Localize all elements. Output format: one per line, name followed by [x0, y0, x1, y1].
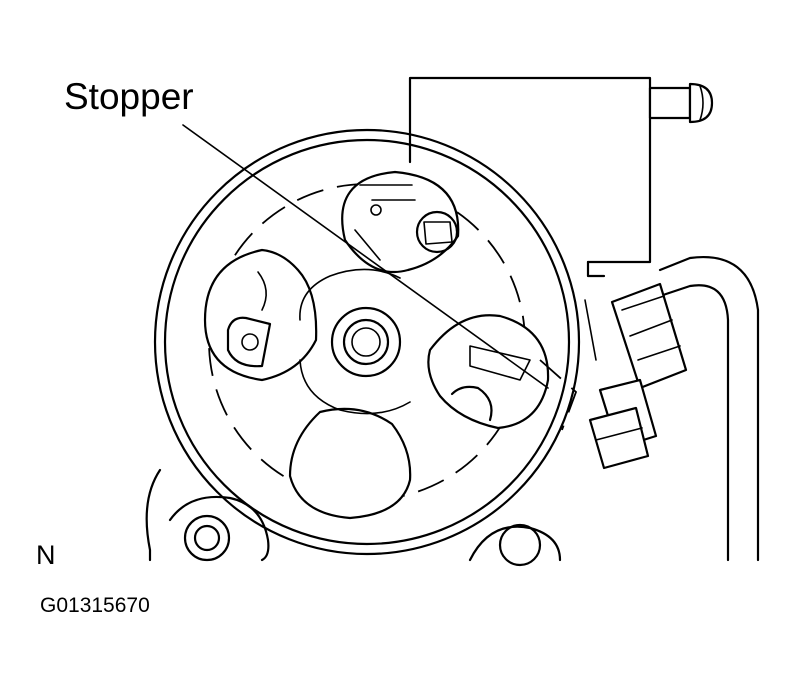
pulley-hub — [299, 268, 411, 415]
internal-details — [226, 184, 531, 422]
figure-id: G01315670 — [40, 594, 150, 617]
hidden-line — [539, 359, 578, 431]
stopper-leader-line — [182, 124, 549, 389]
pressure-hose — [588, 256, 760, 562]
corner-letter: N — [36, 540, 56, 570]
pulley-windows — [203, 170, 550, 520]
stopper-label: Stopper — [64, 76, 194, 117]
hidden-line-2 — [584, 299, 597, 361]
outlet-fitting — [648, 82, 714, 124]
mounting-bosses — [183, 514, 542, 567]
